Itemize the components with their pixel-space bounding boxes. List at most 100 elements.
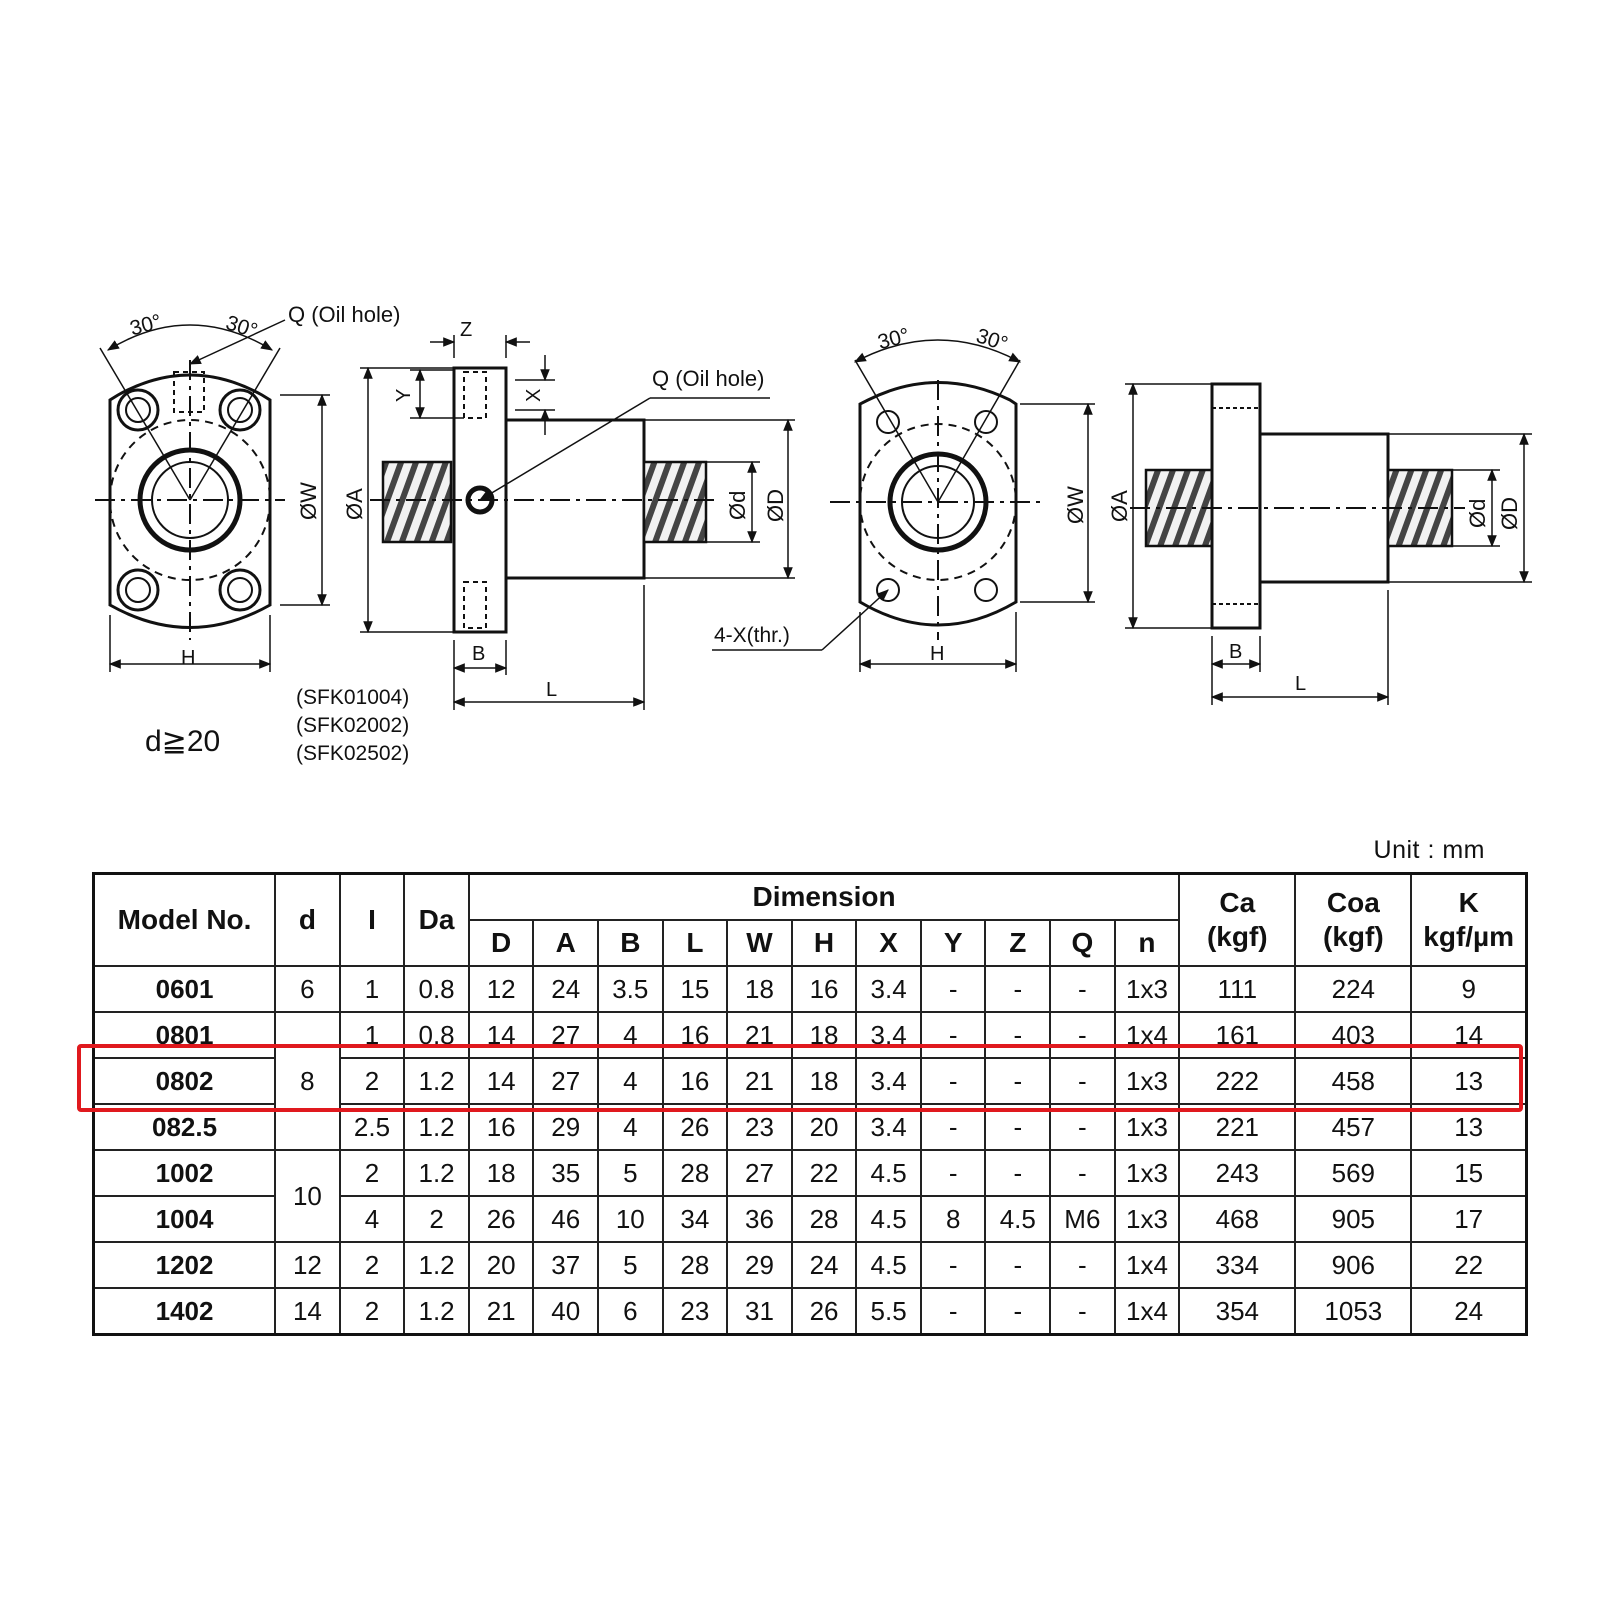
left-side-dim-y: Y	[393, 389, 415, 402]
cell-model: 082.5	[92, 1103, 277, 1151]
spec-table: Model No. d I Da Dimension Ca (kgf) Coa …	[92, 872, 1528, 1336]
cell-k: 24	[1410, 1287, 1528, 1336]
left-side-oil-hole-label: Q (Oil hole)	[652, 366, 764, 391]
cell-coa: 403	[1294, 1011, 1413, 1059]
cell-z: -	[984, 1241, 1052, 1289]
cell-l: 28	[661, 1149, 729, 1197]
cell-b: 4	[597, 1057, 664, 1105]
cell-h: 16	[790, 965, 858, 1013]
cell-b: 5	[597, 1241, 664, 1289]
cell-a: 35	[532, 1149, 600, 1197]
cell-x: 4.5	[855, 1195, 922, 1243]
header-dim-z: Z	[984, 919, 1052, 967]
cell-b: 5	[597, 1149, 664, 1197]
cell-da: 1.2	[403, 1057, 470, 1105]
header-ca-top: Ca	[1219, 887, 1256, 918]
right-side-dim-d-large: ØD	[1497, 497, 1522, 530]
right-flange-angle-left: 30°	[875, 324, 912, 354]
right-flange-front-view	[712, 339, 1095, 672]
cell-ca: 354	[1178, 1287, 1297, 1336]
cell-x: 4.5	[855, 1241, 922, 1289]
right-side-dim-a: ØA	[1107, 490, 1132, 522]
cell-q: -	[1049, 1149, 1116, 1197]
cell-da: 1.2	[403, 1287, 470, 1336]
left-flange-front-view	[95, 319, 330, 672]
cell-coa: 224	[1294, 965, 1413, 1013]
technical-drawing: 30° 30° Q (Oil hole) ØW H d≧20	[95, 302, 1532, 765]
cell-l: 15	[661, 965, 729, 1013]
cell-d: 20	[467, 1241, 535, 1289]
right-side-dim-d-small: Ød	[1465, 499, 1490, 528]
cell-z: -	[984, 1011, 1052, 1059]
cell-z: -	[984, 1287, 1052, 1336]
left-flange-note: d≧20	[145, 725, 220, 758]
cell-coa: 569	[1294, 1149, 1413, 1197]
cell-a: 27	[532, 1057, 600, 1105]
cell-y: 8	[919, 1195, 987, 1243]
cell-ca: 222	[1178, 1057, 1297, 1105]
cell-q: M6	[1049, 1195, 1116, 1243]
cell-h: 18	[790, 1057, 858, 1105]
header-dim-l: L	[661, 919, 729, 967]
cell-n: 1x3	[1113, 1195, 1181, 1243]
cell-d: 8	[274, 1011, 341, 1151]
cell-l: 1	[338, 1011, 406, 1059]
right-nut-side-view	[1125, 382, 1532, 705]
header-dim-q: Q	[1049, 919, 1116, 967]
cell-model: 1202	[92, 1241, 277, 1289]
cell-y: -	[919, 1287, 987, 1336]
cell-l: 1	[338, 965, 406, 1013]
left-flange-oil-hole-label: Q (Oil hole)	[288, 302, 400, 327]
cell-model: 1004	[92, 1195, 277, 1243]
cell-n: 1x3	[1113, 1103, 1181, 1151]
cell-a: 46	[532, 1195, 600, 1243]
cell-h: 24	[790, 1241, 858, 1289]
cell-k: 17	[1410, 1195, 1528, 1243]
cell-z: 4.5	[984, 1195, 1052, 1243]
cell-h: 22	[790, 1149, 858, 1197]
cell-x: 3.4	[855, 965, 922, 1013]
cell-d: 6	[274, 965, 341, 1013]
cell-l: 34	[661, 1195, 729, 1243]
cell-ca: 243	[1178, 1149, 1297, 1197]
cell-n: 1x3	[1113, 1149, 1181, 1197]
cell-w: 18	[726, 965, 793, 1013]
header-ca-unit: (kgf)	[1206, 921, 1268, 952]
cell-d: 26	[467, 1195, 535, 1243]
left-side-dim-b: B	[472, 643, 485, 665]
cell-l: 23	[661, 1287, 729, 1336]
left-side-dim-l: L	[546, 679, 557, 701]
cell-coa: 905	[1294, 1195, 1413, 1243]
cell-y: -	[919, 1149, 987, 1197]
cell-n: 1x4	[1113, 1011, 1181, 1059]
cell-w: 27	[726, 1149, 793, 1197]
cell-k: 13	[1410, 1057, 1528, 1105]
right-flange-dim-h: H	[930, 643, 944, 665]
cell-model: 0802	[92, 1057, 277, 1105]
cell-b: 3.5	[597, 965, 664, 1013]
cell-x: 5.5	[855, 1287, 922, 1336]
cell-k: 15	[1410, 1149, 1528, 1197]
header-k-unit: kgf/µm	[1423, 921, 1515, 952]
header-dim-w: W	[726, 919, 793, 967]
header-k: K kgf/µm	[1410, 872, 1528, 967]
header-dimension: Dimension	[467, 872, 1181, 921]
cell-model: 0601	[92, 965, 277, 1013]
cell-y: -	[919, 1241, 987, 1289]
header-dim-b: B	[597, 919, 664, 967]
cell-q: -	[1049, 1011, 1116, 1059]
header-dim-h: H	[790, 919, 858, 967]
header-coa-top: Coa	[1326, 887, 1380, 918]
cell-y: -	[919, 1057, 987, 1105]
cell-k: 9	[1410, 965, 1528, 1013]
cell-l: 2	[338, 1057, 406, 1105]
header-coa: Coa (kgf)	[1294, 872, 1413, 967]
left-side-model-3: (SFK02502)	[296, 742, 409, 765]
cell-w: 21	[726, 1057, 793, 1105]
cell-w: 36	[726, 1195, 793, 1243]
header-dim-y: Y	[919, 919, 987, 967]
header-dim-x: X	[855, 919, 922, 967]
